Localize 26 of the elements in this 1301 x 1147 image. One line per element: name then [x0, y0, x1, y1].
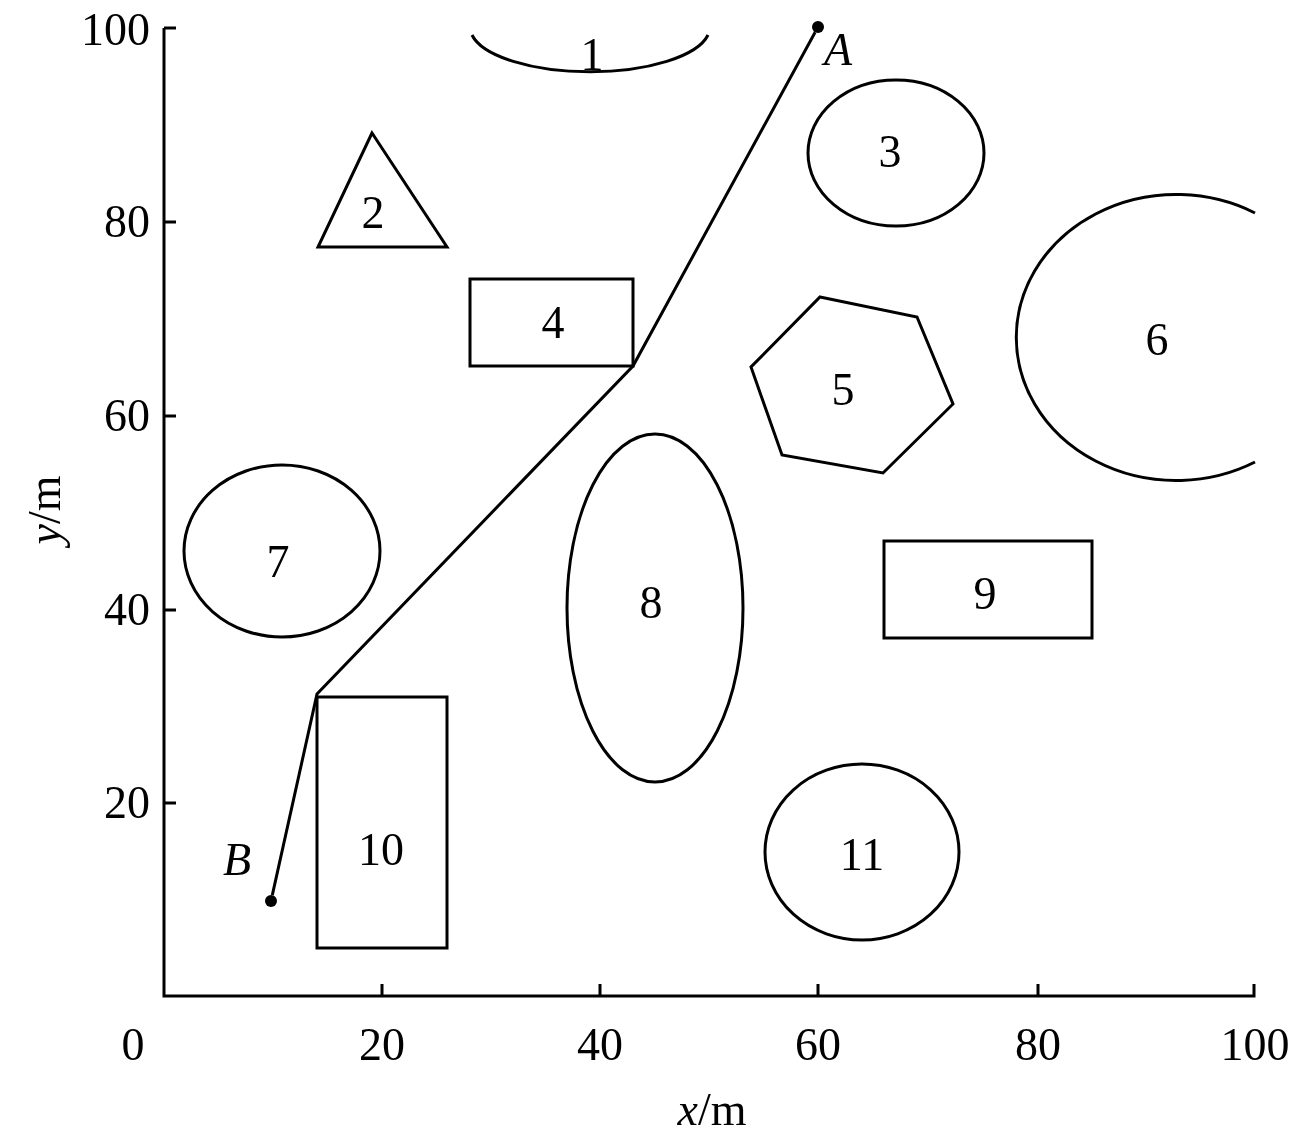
tick-label: 100	[81, 7, 150, 53]
obstacle-number: 3	[878, 129, 902, 175]
tick-label: 80	[1015, 1022, 1061, 1068]
tick-label: 60	[104, 393, 150, 439]
tick-label: 100	[1220, 1022, 1290, 1068]
obstacle-number: 9	[973, 571, 997, 617]
tick-label: 40	[577, 1022, 623, 1068]
obstacle-number: 7	[266, 539, 290, 585]
obstacle-number: 5	[831, 367, 855, 413]
tick-label: 40	[104, 587, 150, 633]
obstacle-number: 10	[358, 827, 404, 873]
point-label: A	[823, 27, 853, 73]
obstacle-number: 11	[839, 832, 885, 878]
obstacle-number: 8	[639, 580, 663, 626]
tick-label: 60	[795, 1022, 841, 1068]
tick-label: 0	[121, 1022, 145, 1068]
axis-title: x/m	[677, 1087, 747, 1133]
obstacle-number: 1	[580, 32, 604, 78]
obstacle-number: 4	[541, 300, 565, 346]
point-label: B	[222, 837, 252, 883]
obstacle-number: 2	[361, 190, 385, 236]
tick-label: 20	[104, 780, 150, 826]
path-line	[270, 31, 817, 896]
tick-label: 80	[104, 199, 150, 245]
obstacle-number: 6	[1145, 317, 1169, 363]
tick-label: 20	[359, 1022, 405, 1068]
